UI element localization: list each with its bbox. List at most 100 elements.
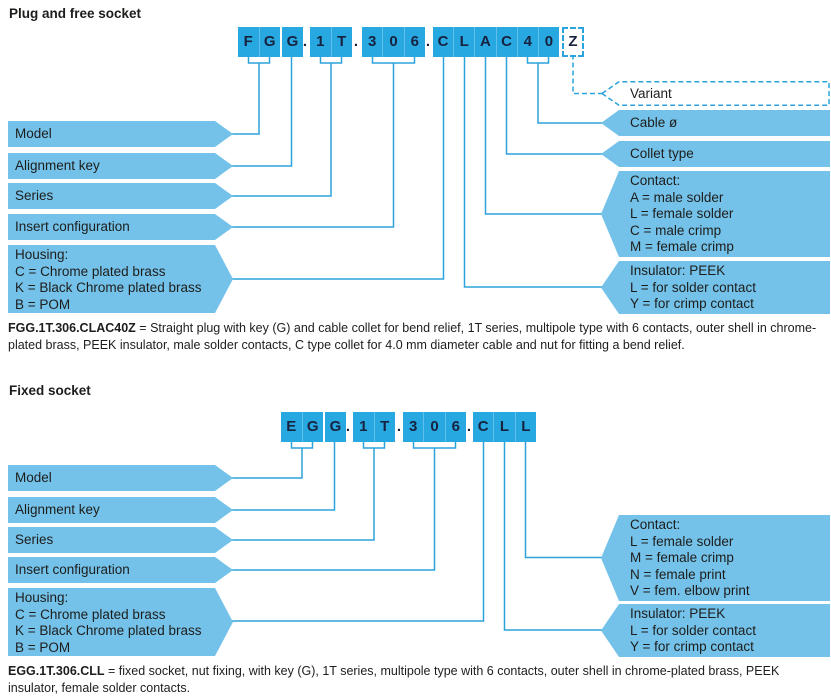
bracket-model-s2 [290, 442, 314, 449]
line-model-s1 [230, 63, 260, 135]
code-cell: G [306, 418, 319, 435]
label-text: Variant [630, 86, 672, 101]
label-text: Insert configuration [15, 562, 130, 577]
description-s1: FGG.1T.306.CLAC40Z = Straight plug with … [8, 320, 828, 353]
label-series-s2: Series [8, 527, 233, 553]
label-insulator-s2: Insulator: PEEK L = for solder contact Y… [601, 604, 830, 657]
code-cell: 0 [424, 412, 446, 442]
code-cell: 6 [410, 33, 419, 50]
label-text: Insulator: PEEK L = for solder contact Y… [630, 263, 756, 311]
label-housing-s2: Housing: C = Chrome plated brass K = Bla… [8, 588, 233, 656]
bracket-model-s1 [247, 57, 271, 64]
label-text: Series [15, 188, 54, 203]
section2-title: Fixed socket [9, 383, 91, 398]
code-cell: L [521, 418, 531, 435]
label-text: Housing: C = Chrome plated brass K = Bla… [15, 590, 202, 655]
line-contact-s2 [524, 442, 603, 559]
label-model-s1: Model [8, 121, 233, 147]
line-insert-s1 [230, 63, 395, 228]
label-text: Model [15, 470, 52, 485]
code-cell: 0 [544, 33, 554, 50]
code-cell: Z [568, 33, 578, 50]
code-cell: A [475, 27, 497, 57]
line-model-s2 [230, 448, 303, 479]
label-text: Collet type [630, 146, 694, 161]
line-series-s1 [230, 63, 332, 197]
bracket-cable-s1 [526, 57, 550, 64]
label-text: Insert configuration [15, 219, 130, 234]
label-cable-diameter-s1: Cable ø [601, 110, 830, 136]
label-alignment-key-s2: Alignment key [8, 497, 233, 523]
label-contact-s2: Contact: L = female solder M = female cr… [601, 515, 830, 601]
line-collet-s1 [505, 57, 603, 155]
label-text: Model [15, 126, 52, 141]
code-cell: C [473, 412, 495, 442]
line-insulator-s1 [463, 57, 603, 288]
code-cell: G [329, 418, 342, 435]
code-group-key-s1: G [282, 27, 303, 57]
description-code-s2: EGG.1T.306.CLL [8, 664, 105, 678]
label-text: Insulator: PEEK L = for solder contact Y… [630, 606, 756, 654]
line-housing-s2 [230, 442, 485, 622]
code-cell: T [337, 33, 347, 50]
code-group-variant-optional-s1: Z [562, 27, 584, 57]
code-cell: C [433, 27, 455, 57]
code-separator: . [396, 418, 402, 435]
code-cell: L [494, 412, 516, 442]
label-variant-s1: Variant [601, 81, 830, 106]
code-separator: . [345, 418, 351, 435]
bracket-series-s1 [319, 57, 343, 64]
code-cell: G [263, 33, 276, 50]
bracket-insert-s2 [412, 442, 457, 449]
code-separator: . [425, 33, 431, 50]
code-cell: 4 [518, 27, 539, 57]
code-cell: E [281, 412, 303, 442]
label-insert-configuration-s1: Insert configuration [8, 214, 233, 240]
code-cell: G [286, 33, 299, 50]
line-insert-s2 [230, 448, 436, 571]
description-code-s1: FGG.1T.306.CLAC40Z [8, 321, 136, 335]
code-cell: 0 [383, 27, 405, 57]
label-contact-s1: Contact: A = male solder L = female sold… [601, 171, 830, 257]
label-collet-type-s1: Collet type [601, 141, 830, 167]
line-alignment-s1 [230, 57, 293, 167]
label-insulator-s1: Insulator: PEEK L = for solder contact Y… [601, 261, 830, 314]
line-insulator-s2 [503, 442, 603, 631]
line-series-s2 [230, 448, 375, 541]
label-series-s1: Series [8, 183, 233, 209]
code-group-key-s2: G [325, 412, 346, 442]
section1-title: Plug and free socket [9, 6, 142, 21]
description-text-s1: = Straight plug with key (G) and cable c… [8, 321, 817, 352]
label-alignment-key-s1: Alignment key [8, 153, 233, 179]
label-text: Contact: A = male solder L = female sold… [630, 173, 734, 254]
label-housing-s1: Housing: C = Chrome plated brass K = Bla… [8, 245, 233, 313]
label-text: Alignment key [15, 158, 100, 173]
label-insert-configuration-s2: Insert configuration [8, 557, 233, 583]
code-cell: 6 [451, 418, 460, 435]
description-s2: EGG.1T.306.CLL = fixed socket, nut fixin… [8, 663, 828, 696]
line-contact-s1 [484, 57, 603, 215]
label-text: Cable ø [630, 115, 678, 130]
label-model-s2: Model [8, 465, 233, 491]
section2-connectors [230, 442, 603, 631]
label-text: Contact: L = female solder M = female cr… [630, 517, 750, 598]
section1-connectors [230, 57, 603, 288]
bracket-insert-s1 [371, 57, 416, 64]
label-text: Housing: C = Chrome plated brass K = Bla… [15, 247, 202, 312]
line-housing-s1 [230, 57, 445, 280]
bracket-series-s2 [362, 442, 386, 449]
code-separator: . [302, 33, 308, 50]
label-text: Alignment key [15, 502, 100, 517]
code-cell: 3 [403, 412, 425, 442]
code-cell: F [238, 27, 260, 57]
code-cell: 1 [310, 27, 332, 57]
